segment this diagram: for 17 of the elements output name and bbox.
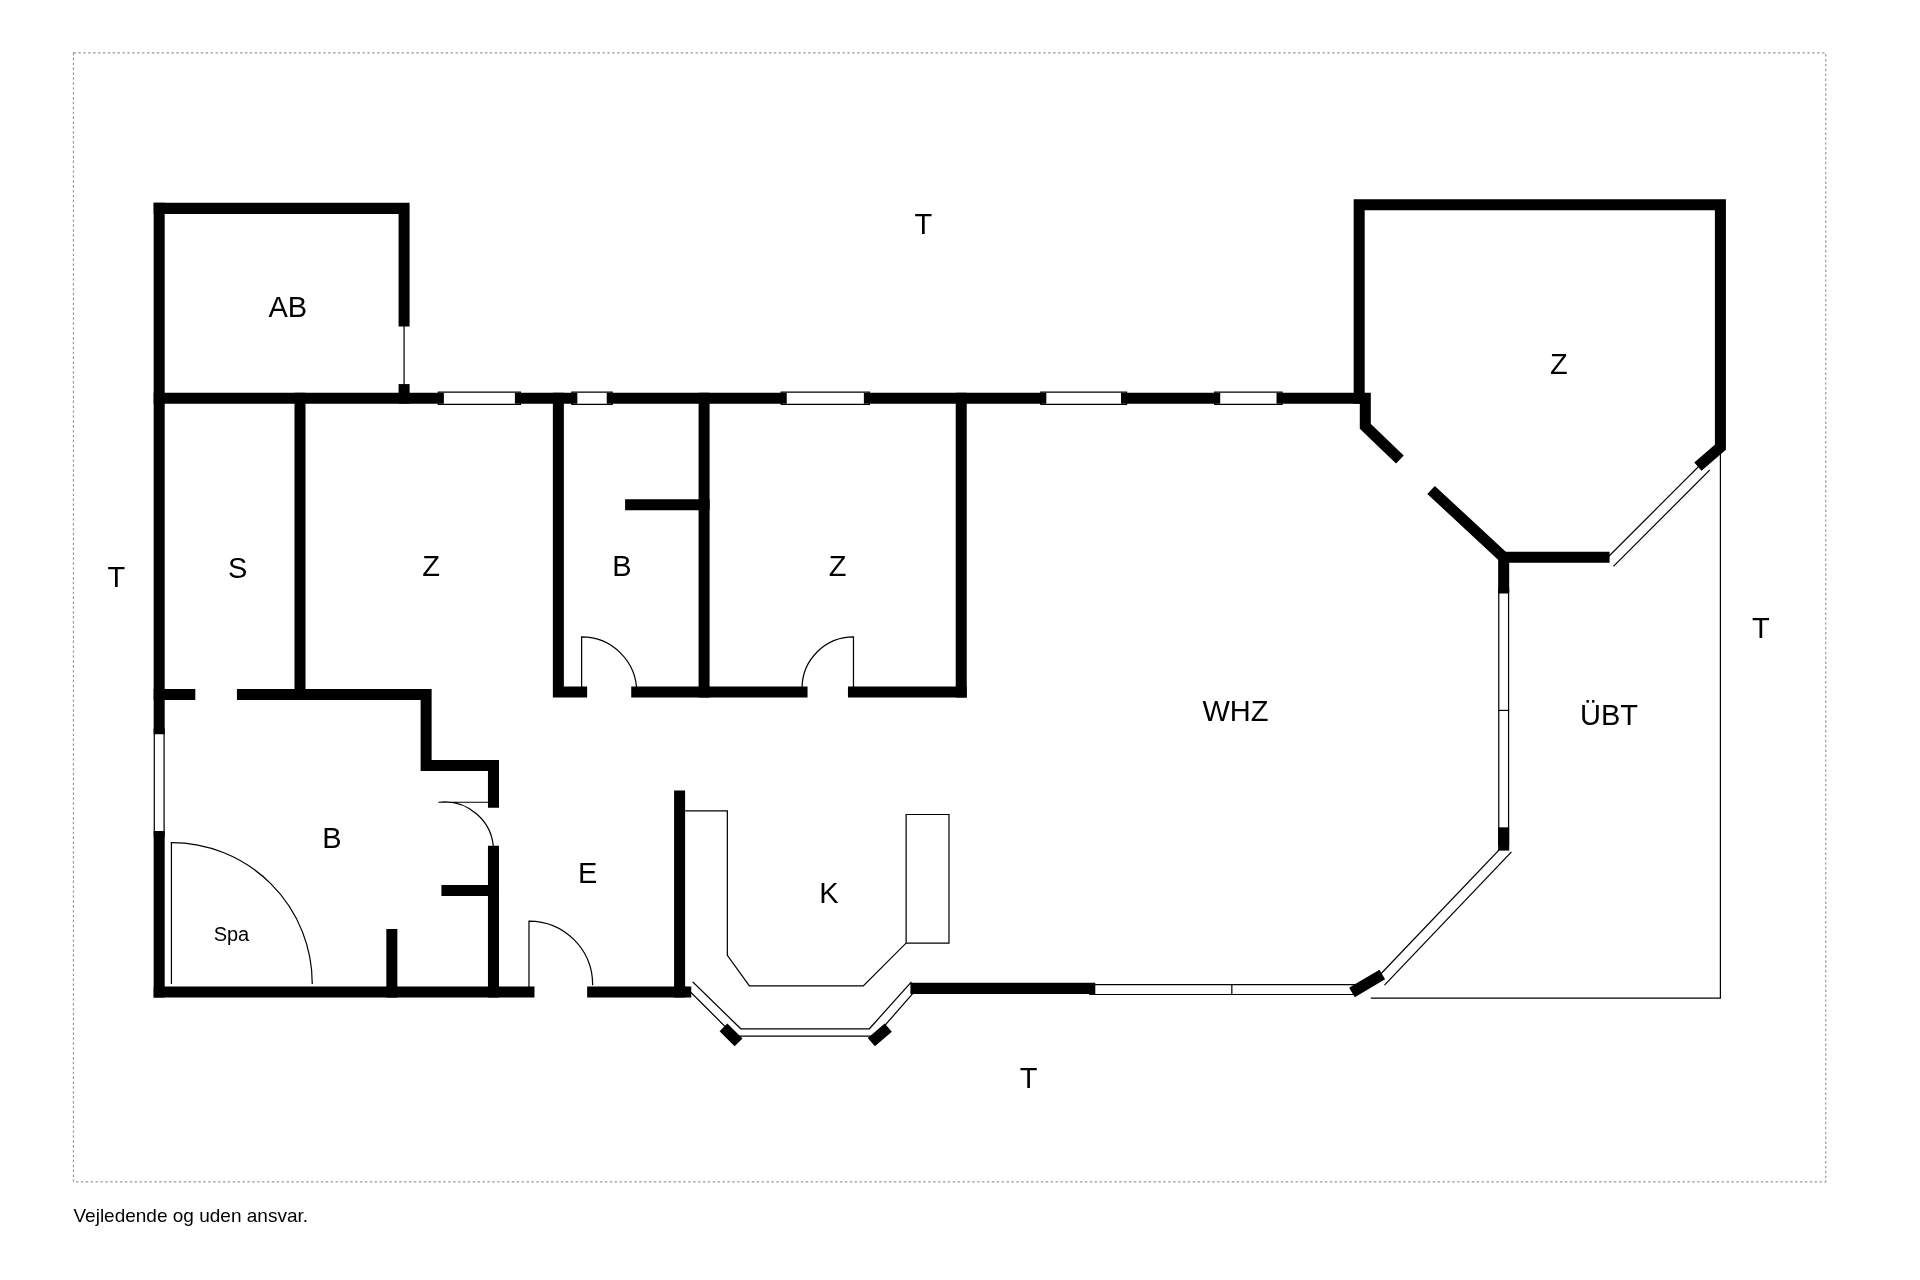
room-label: WHZ bbox=[1202, 694, 1269, 728]
room-label: AB bbox=[268, 290, 308, 324]
room-label: S bbox=[227, 551, 248, 585]
room-label: Z bbox=[422, 549, 440, 583]
caption: Vejledende og uden ansvar. bbox=[73, 1204, 308, 1227]
room-label: ÜBT bbox=[1579, 698, 1638, 732]
room-label: B bbox=[322, 821, 342, 855]
room-label: Z bbox=[1549, 347, 1568, 381]
room-label: Spa bbox=[213, 922, 250, 946]
room-label: E bbox=[578, 856, 598, 890]
room-label: T bbox=[1019, 1061, 1038, 1095]
room-label: T bbox=[914, 207, 933, 241]
room-label: Z bbox=[828, 549, 847, 583]
room-label: K bbox=[819, 876, 839, 910]
room-label: B bbox=[612, 549, 632, 583]
room-label: T bbox=[107, 560, 126, 594]
room-label: T bbox=[1751, 611, 1770, 645]
